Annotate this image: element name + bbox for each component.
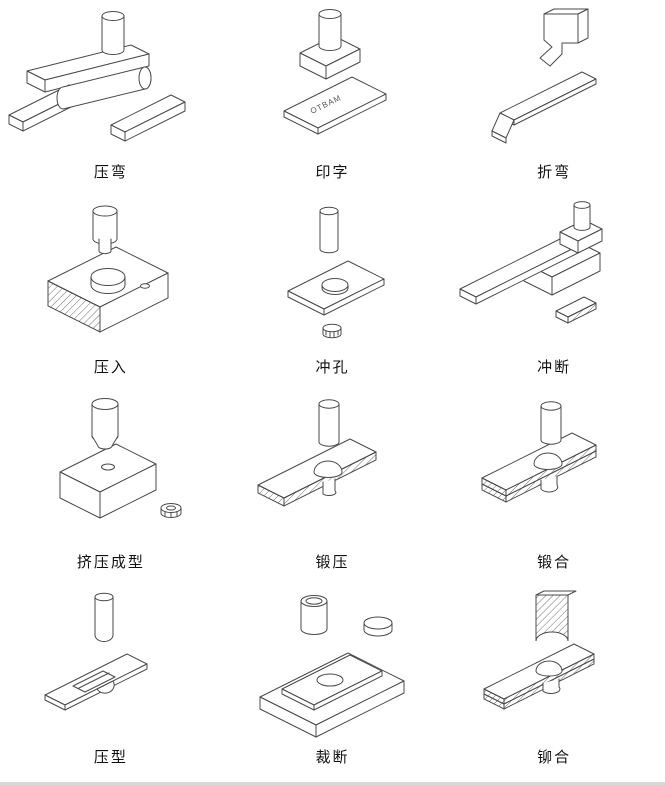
forge-joining-illustration — [448, 392, 660, 550]
process-label: 铆合 — [537, 749, 572, 766]
rivet — [535, 660, 563, 694]
cell-folding: 折弯 — [443, 2, 665, 197]
cutting-illustration — [226, 587, 438, 745]
rivet — [533, 452, 563, 493]
cell-riveting: 铆合 — [443, 587, 665, 782]
riveted-plates — [483, 643, 595, 710]
cut-piece — [555, 296, 597, 324]
cell-forge-joining: 锻合 — [443, 392, 665, 587]
rivet — [313, 460, 343, 496]
punched-plate — [287, 260, 385, 316]
cell-forging: 锻压 — [222, 392, 444, 587]
process-label: 印字 — [315, 164, 350, 181]
bent-sheet — [491, 71, 597, 144]
sheet-with-hole — [281, 654, 383, 711]
cell-extrusion-forming: 挤压成型 — [0, 392, 222, 587]
die-block — [59, 443, 157, 519]
punch-cylinder — [540, 401, 562, 445]
punch-cylinder — [318, 9, 342, 51]
process-label: 压型 — [93, 749, 128, 766]
cell-press-fit: 压入 — [0, 197, 222, 392]
hole-punching-illustration — [226, 197, 438, 355]
formed-nut — [160, 503, 182, 518]
punch-cutoff-illustration — [448, 197, 660, 355]
forging-illustration — [226, 392, 438, 550]
cell-cutting: 裁断 — [222, 587, 444, 782]
punch-cylinder — [573, 201, 591, 231]
punch-cylinder — [319, 206, 339, 254]
process-label: 冲孔 — [315, 359, 350, 376]
tapered-punch — [91, 398, 119, 450]
extrusion-forming-illustration — [5, 392, 217, 550]
process-label: 裁断 — [315, 749, 350, 766]
slug — [322, 323, 342, 339]
folding-illustration — [448, 2, 660, 160]
punch-cylinder — [318, 399, 340, 447]
cell-hole-punching: 冲孔 — [222, 197, 444, 392]
press-forming-illustration — [5, 587, 217, 745]
gooseneck-punch — [539, 8, 589, 67]
stamping-illustration: OTBAM — [226, 2, 438, 160]
process-label: 锻压 — [315, 554, 350, 571]
process-label: 冲断 — [537, 359, 572, 376]
tube-punch — [300, 595, 328, 635]
formed-sheet — [44, 653, 148, 711]
cell-press-forming: 压型 — [0, 587, 222, 782]
stamp-head — [299, 35, 361, 80]
cell-press-bending: 压弯 — [0, 2, 222, 197]
process-label: 挤压成型 — [76, 554, 145, 571]
process-label: 锻合 — [537, 554, 572, 571]
press-fit-illustration — [5, 197, 217, 355]
bullet-punch — [94, 592, 114, 642]
cell-stamping: OTBAM 印字 — [222, 2, 444, 197]
round-workpiece — [56, 66, 152, 110]
process-label: 压入 — [93, 359, 128, 376]
process-label: 折弯 — [537, 164, 572, 181]
punch-cylinder — [101, 11, 125, 55]
rivet-set-tool — [535, 590, 577, 642]
process-label: 压弯 — [93, 164, 128, 181]
scan-edge-artifact — [0, 782, 665, 785]
press-bending-illustration — [5, 2, 217, 160]
bored-block — [47, 246, 169, 333]
cell-punch-cutoff: 冲断 — [443, 197, 665, 392]
blanked-disc — [363, 616, 393, 637]
stamped-plate: OTBAM — [283, 76, 387, 135]
riveting-illustration — [448, 587, 660, 745]
stepped-punch — [92, 205, 118, 255]
